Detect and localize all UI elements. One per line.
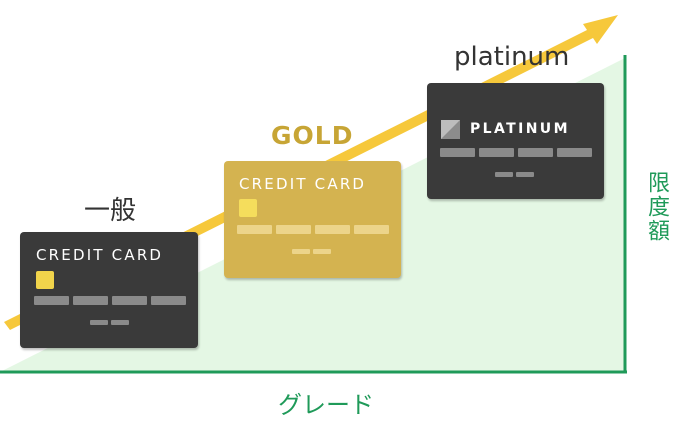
- gold-credit-card: CREDIT CARD: [224, 161, 401, 278]
- platinum-emblem-icon: [441, 120, 460, 139]
- card-title: CREDIT CARD: [36, 246, 164, 264]
- card-expiry-placeholder: [495, 172, 534, 177]
- tier-label-platinum: platinum: [454, 42, 570, 72]
- card-expiry-placeholder: [292, 249, 331, 254]
- card-number-placeholder: [237, 225, 389, 234]
- card-title: PLATINUM: [470, 121, 570, 137]
- tier-label-general: 一般: [84, 196, 137, 226]
- card-expiry-placeholder: [90, 320, 129, 325]
- general-credit-card: CREDIT CARD: [20, 232, 198, 348]
- x-axis-label: グレード: [278, 391, 374, 419]
- card-number-placeholder: [440, 148, 592, 157]
- y-axis-label: 限度額: [644, 171, 669, 243]
- platinum-credit-card: PLATINUM: [427, 83, 604, 199]
- card-title: CREDIT CARD: [239, 175, 367, 193]
- chip-icon: [239, 199, 257, 217]
- tier-label-gold: GOLD: [271, 121, 354, 150]
- card-number-placeholder: [34, 296, 186, 305]
- chip-icon: [36, 271, 54, 289]
